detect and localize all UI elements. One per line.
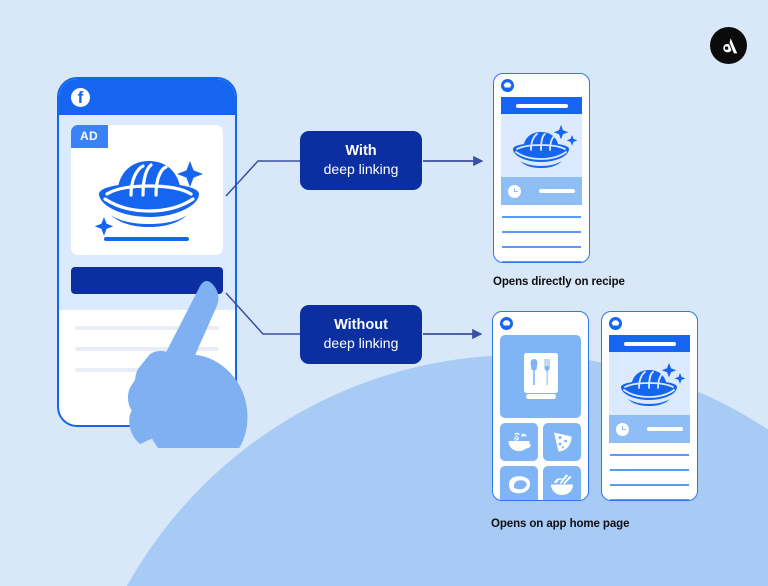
recipe-body-lines	[494, 205, 589, 262]
label-without-deep-linking[interactable]: Without deep linking	[300, 305, 422, 364]
pasta-bowl-icon	[513, 125, 578, 168]
salad-bowl-icon	[508, 432, 531, 451]
label-without-line1: Without	[334, 317, 388, 334]
label-with-line1: With	[345, 143, 377, 160]
pizza-slice-icon	[554, 432, 572, 452]
recipe-line	[610, 469, 689, 471]
facebook-logo-icon: f	[71, 87, 90, 107]
ad-badge: AD	[71, 125, 108, 148]
recipe-book-knife-fork-icon	[523, 352, 558, 399]
label-with-line2: deep linking	[323, 160, 399, 177]
appsflyer-a-logo-icon	[722, 37, 737, 53]
recipe-title-placeholder	[623, 341, 676, 346]
featured-recipe-book-tile[interactable]	[500, 335, 581, 418]
category-tile-steak[interactable]	[500, 466, 538, 500]
recipe-title-placeholder	[515, 103, 568, 108]
recipe-app-icon-row	[602, 312, 697, 335]
clock-icon	[616, 422, 629, 436]
chef-hat-circle-icon	[501, 79, 514, 92]
chef-hat-glyph-icon	[502, 320, 511, 326]
category-tile-pizza[interactable]	[543, 423, 581, 461]
recipe-body-lines	[602, 443, 697, 500]
recipe-hero-image	[501, 114, 582, 177]
recipe-line	[610, 499, 689, 500]
chef-hat-circle-icon	[500, 317, 513, 330]
caption-opens-directly-on-recipe: Opens directly on recipe	[493, 276, 625, 288]
recipe-meta-placeholder	[647, 427, 683, 431]
appsflyer-logo	[710, 27, 747, 64]
recipe-line	[502, 216, 581, 218]
label-with-deep-linking[interactable]: With deep linking	[300, 131, 422, 190]
chef-hat-circle-icon	[609, 317, 622, 330]
feed-line	[75, 368, 179, 372]
recipe-line	[502, 231, 581, 233]
recipe-hero	[501, 97, 582, 205]
recipe-hero-image	[609, 352, 690, 415]
steak-icon	[509, 476, 531, 494]
source-phone-facebook-ad: f AD	[57, 77, 237, 427]
feed-line	[75, 326, 219, 330]
recipe-line	[610, 454, 689, 456]
home-app-icon-row	[493, 312, 588, 335]
ad-creative-card[interactable]: AD	[71, 125, 223, 255]
recipe-line	[502, 246, 581, 248]
feed-line	[75, 347, 219, 351]
result-phone-recipe-page	[493, 73, 590, 263]
home-content	[493, 335, 588, 500]
ad-cta-button[interactable]	[71, 267, 223, 294]
caption-opens-on-app-home-page: Opens on app home page	[491, 518, 630, 530]
recipe-line	[502, 261, 581, 262]
recipe-hero	[609, 335, 690, 443]
category-tile-grid	[500, 423, 581, 500]
source-phone-feed-lines	[59, 310, 235, 372]
noodle-bowl-chopsticks-icon	[551, 474, 573, 495]
chef-hat-glyph-icon	[503, 82, 512, 88]
recipe-title-bar	[501, 97, 582, 114]
result-phone-app-home	[492, 311, 589, 501]
recipe-line	[610, 484, 689, 486]
recipe-meta-placeholder	[539, 189, 575, 193]
pasta-bowl-icon	[94, 161, 203, 236]
ad-panel: AD	[59, 115, 235, 310]
recipe-meta-row	[501, 177, 582, 205]
connector-phone-to-with	[225, 160, 300, 197]
clock-icon	[508, 184, 521, 198]
label-without-line2: deep linking	[323, 334, 399, 351]
recipe-app-icon-row	[494, 74, 589, 97]
category-tile-noodles[interactable]	[543, 466, 581, 500]
facebook-app-bar: f	[59, 79, 235, 115]
result-phone-recipe-page-secondary	[601, 311, 698, 501]
chef-hat-glyph-icon	[611, 320, 620, 326]
category-tile-salad[interactable]	[500, 423, 538, 461]
recipe-meta-row	[609, 415, 690, 443]
pasta-bowl-icon	[621, 363, 686, 406]
hand-pointer-icon	[127, 280, 248, 448]
recipe-title-bar	[609, 335, 690, 352]
ad-headline-underline	[104, 237, 189, 241]
